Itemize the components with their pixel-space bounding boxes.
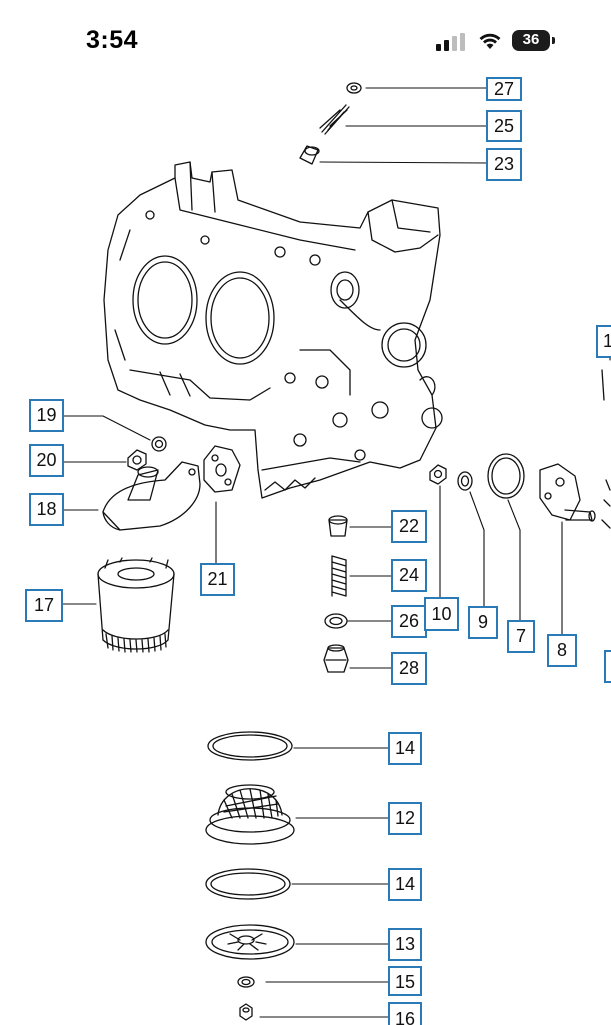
callout-17: 17 <box>25 589 63 622</box>
callout-21: 21 <box>200 563 235 596</box>
callout-14-bottom: 14 <box>388 868 422 901</box>
callout-23: 23 <box>486 148 522 181</box>
callout-18: 18 <box>29 493 64 526</box>
callout-24: 24 <box>391 559 427 592</box>
gasket-21-drawing <box>203 445 241 493</box>
callout-15: 15 <box>388 966 422 996</box>
callout-19: 19 <box>29 399 64 432</box>
spring-stack-top <box>299 82 362 165</box>
status-time: 3:54 <box>86 26 139 54</box>
small-washers-left <box>127 436 167 471</box>
callout-16: 16 <box>388 1002 422 1025</box>
wifi-icon <box>479 33 501 49</box>
leader-lines <box>62 87 611 1018</box>
callout-27: 27 <box>486 77 522 101</box>
signal-bars-icon <box>436 33 465 51</box>
callout-1-partial: 1 <box>596 325 611 358</box>
callout-8: 8 <box>547 634 577 667</box>
strainer-stack-drawing <box>205 731 295 1021</box>
callout-28: 28 <box>391 652 427 685</box>
oil-pump-parts-right <box>429 453 596 522</box>
engine-case-drawing <box>103 161 443 499</box>
callout-7: 7 <box>507 620 535 653</box>
callout-25: 25 <box>486 110 522 142</box>
battery-icon: 36 <box>512 30 556 52</box>
callout-26: 26 <box>391 605 427 638</box>
callout-14-top: 14 <box>388 732 422 765</box>
relief-valve-parts <box>323 515 349 673</box>
battery-level: 36 <box>522 31 540 48</box>
callout-13: 13 <box>388 928 422 961</box>
callout-10: 10 <box>424 597 459 631</box>
oil-filter-drawing <box>97 557 175 653</box>
status-bar: 3:54 36 <box>0 0 611 80</box>
filter-flange-drawing <box>102 461 201 531</box>
callout-edge-fragment <box>604 650 611 683</box>
callout-20: 20 <box>29 444 64 477</box>
callout-22: 22 <box>391 510 427 543</box>
edge-fragments <box>601 369 611 529</box>
callout-12: 12 <box>388 802 422 835</box>
callout-9: 9 <box>468 606 498 639</box>
